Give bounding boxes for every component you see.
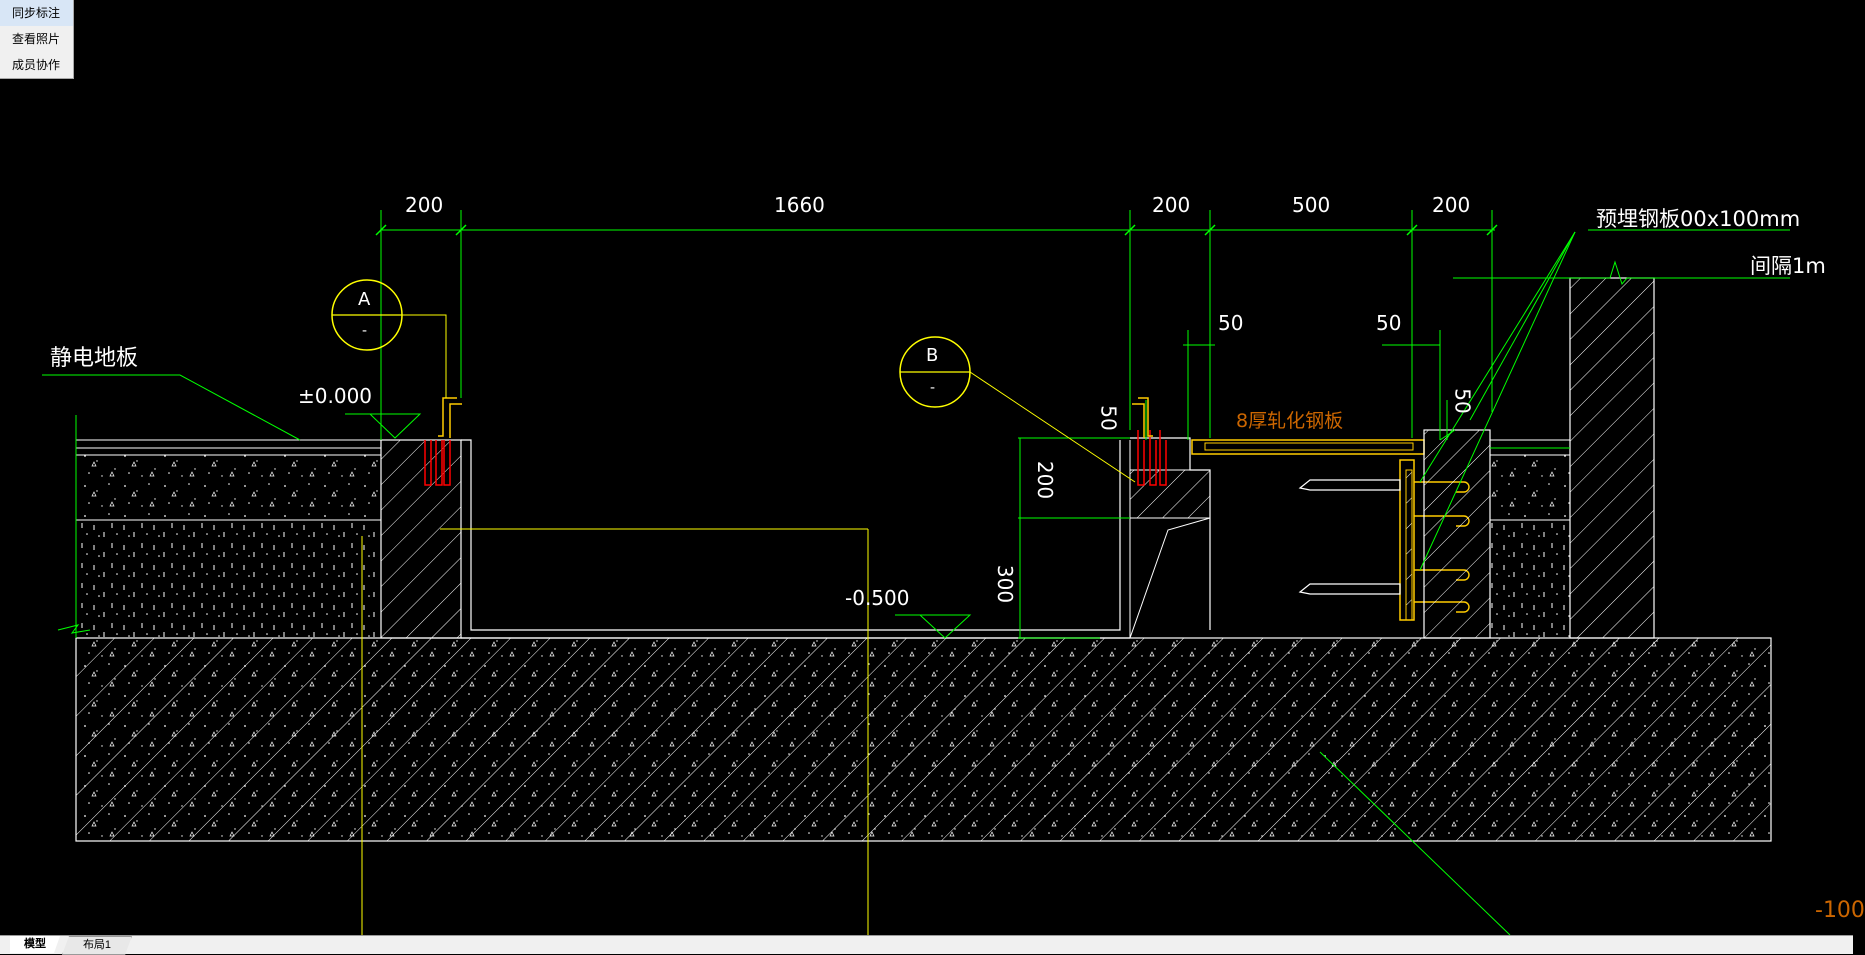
label-spacing: 间隔1m <box>1750 254 1826 278</box>
menu-item-member-collab[interactable]: 成员协作 <box>12 58 61 72</box>
dimension-lines <box>42 210 1790 936</box>
dim-50-left: 50 <box>1218 311 1244 335</box>
yellow-guide-lines <box>361 528 869 935</box>
detail-a-sub: - <box>362 323 368 339</box>
pipe-supports <box>1298 479 1401 595</box>
detail-a-letter: A <box>358 289 371 310</box>
floating-tool-menu: 同步标注 查看照片 成员协作 <box>0 0 74 79</box>
tab-layout1[interactable]: 布局1 <box>62 936 132 955</box>
dim-200-right: 200 <box>1432 193 1471 217</box>
dim-500: 500 <box>1292 193 1331 217</box>
detail-b-sub: - <box>930 380 936 396</box>
dim-200-left: 200 <box>405 193 444 217</box>
dim-1660: 1660 <box>774 193 825 217</box>
detail-callout-a[interactable] <box>331 279 447 398</box>
detail-b-letter: B <box>926 345 939 366</box>
dim-50-vertical-right: 50 <box>1450 388 1475 414</box>
hook-anchors <box>438 397 1153 438</box>
label-static-floor: 静电地板 <box>50 346 139 371</box>
dim-200-vertical: 200 <box>1033 460 1058 500</box>
tab-model[interactable]: 模型 <box>10 936 60 953</box>
dim-300-vertical: 300 <box>993 564 1018 604</box>
label-steel-plate: 8厚轧化钢板 <box>1236 410 1344 432</box>
menu-item-sync-annotation[interactable]: 同步标注 <box>0 0 73 26</box>
dimension-ticks <box>375 224 1498 236</box>
label-elevation-minus: -0.500 <box>845 586 910 610</box>
layout-tab-bar: 模型 布局1 <box>0 935 1853 955</box>
base-slab <box>75 637 1772 842</box>
right-floor-section <box>1423 277 1655 639</box>
dim-50-right: 50 <box>1376 311 1402 335</box>
left-floor-section <box>57 415 382 639</box>
dim-50-vertical-left: 50 <box>1096 405 1121 431</box>
label-elevation-zero: ±0.000 <box>298 384 373 408</box>
cad-drawing-canvas[interactable] <box>0 0 1853 936</box>
trench-pit <box>461 439 1131 639</box>
label-embedded-plate: 预埋钢板00x100mm <box>1596 207 1801 231</box>
middle-ledge <box>1129 437 1211 639</box>
dim-200-mid: 200 <box>1152 193 1191 217</box>
label-corner-note: -100 <box>1815 898 1865 923</box>
menu-item-view-photos[interactable]: 查看照片 <box>12 32 61 46</box>
left-wall <box>380 439 462 639</box>
rebar-details <box>424 430 1167 486</box>
detail-callout-b[interactable] <box>899 336 1136 483</box>
